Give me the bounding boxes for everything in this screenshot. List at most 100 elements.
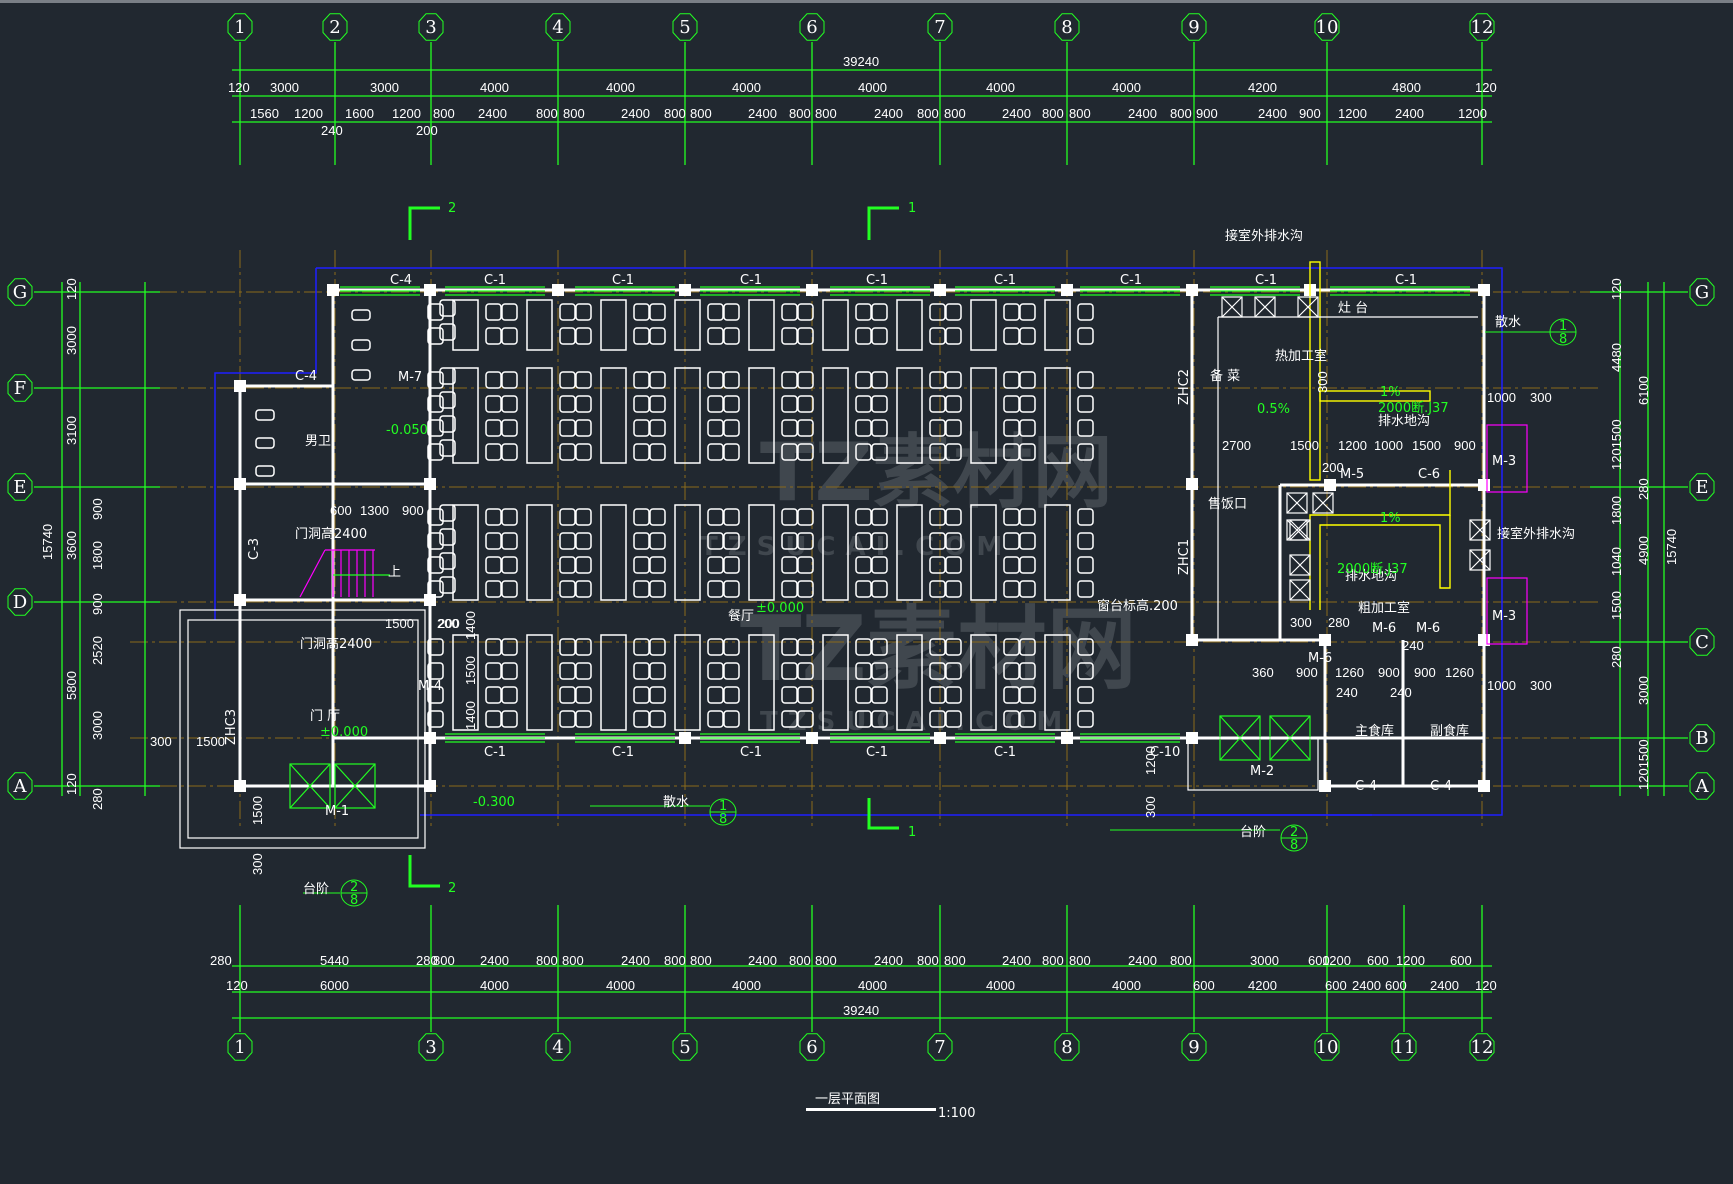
chair: [633, 580, 650, 598]
chair: [929, 710, 946, 728]
dim-storage: 240: [1336, 685, 1358, 700]
column: [679, 284, 691, 296]
equipment-cross: [1254, 296, 1276, 318]
chair: [781, 710, 798, 728]
annotation-level-lobby: ±0.000: [320, 725, 368, 740]
window-label: C-4: [1355, 779, 1377, 794]
chair: [781, 508, 798, 526]
chair: [439, 528, 456, 546]
chair: [575, 371, 592, 389]
dim-bottom-row1: 800: [815, 953, 837, 968]
chair: [945, 580, 962, 598]
chair: [633, 662, 650, 680]
dim-kitchen: 900: [1454, 438, 1476, 453]
chair: [871, 532, 888, 550]
axis-label: 2: [329, 17, 340, 38]
chair: [723, 303, 740, 321]
chair: [575, 556, 592, 574]
dining-table: [822, 299, 849, 351]
axis-bubble-outline: [545, 13, 571, 41]
dining-table: [822, 634, 849, 731]
dining-table: [600, 504, 627, 601]
axis-bubble-outline: [1689, 724, 1715, 752]
axis-bubble-bottom-3: 3: [418, 1033, 444, 1061]
dim-entrance: 300: [1143, 796, 1158, 818]
chair: [1003, 303, 1020, 321]
chair: [723, 638, 740, 656]
axis-label: E: [13, 477, 26, 498]
chair: [427, 419, 444, 437]
chair: [781, 662, 798, 680]
dim-left-inner: 900: [90, 498, 105, 520]
chair: [723, 508, 740, 526]
chair: [485, 686, 502, 704]
chair: [427, 327, 444, 345]
axis-bubble-bottom-9: 9: [1181, 1033, 1207, 1061]
dim-kitchen-small: 300: [1530, 390, 1552, 405]
dim-kitchen-small: 1000: [1487, 678, 1516, 693]
chair: [781, 686, 798, 704]
dim-bottom-row2: 4000: [1112, 978, 1141, 993]
chair: [559, 710, 576, 728]
chair: [1019, 508, 1036, 526]
chair: [485, 371, 502, 389]
column: [424, 284, 436, 296]
dim-hall-side: 200: [438, 616, 460, 631]
dim-bottom-row2: 4000: [480, 978, 509, 993]
dim-kitchen-small: 200: [1322, 460, 1344, 475]
dim-bottom-row2: 2400: [1430, 978, 1459, 993]
chair: [781, 419, 798, 437]
dim-top-row2: 800: [433, 106, 455, 121]
axis-bubble-left-D: D: [7, 588, 33, 616]
chair: [723, 327, 740, 345]
column: [1186, 284, 1198, 296]
double-door-frame: [289, 763, 331, 809]
axis-bubble-right-G: G: [1689, 278, 1715, 306]
room-label-main-storage: 主食库: [1355, 723, 1394, 739]
window-label: C-1: [1120, 273, 1142, 288]
dim-bottom-row2: 4000: [606, 978, 635, 993]
axis-bubble-outline: [1054, 1033, 1080, 1061]
door-label-m-6: M-6: [1308, 651, 1332, 666]
chair: [427, 556, 444, 574]
chair: [575, 580, 592, 598]
equipment-cross: [1312, 492, 1334, 514]
dining-table: [896, 367, 923, 464]
chair: [1003, 710, 1020, 728]
toilet-fixture: [351, 339, 371, 351]
chair: [575, 638, 592, 656]
equipment-box: [1286, 492, 1308, 514]
chair: [1019, 686, 1036, 704]
toilet-fixture: [255, 465, 275, 477]
column: [1478, 479, 1490, 491]
chair: [427, 395, 444, 413]
chair: [1077, 303, 1094, 321]
chair: [855, 395, 872, 413]
chair: [439, 415, 456, 433]
dim-entrance: 1200: [1143, 746, 1158, 775]
axis-bubble-bottom-5: 5: [672, 1033, 698, 1061]
dim-left-inner: 3000: [90, 711, 105, 740]
chair: [485, 395, 502, 413]
column: [1061, 284, 1073, 296]
chair: [871, 371, 888, 389]
axis-bubble-left-A: A: [7, 772, 33, 800]
dim-top-row2: 2400: [748, 106, 777, 121]
axis-label: 6: [806, 17, 817, 38]
axis-bubble-top-6: 6: [799, 13, 825, 41]
room-label-serving-window: 售饭口: [1208, 496, 1247, 512]
annotation-level-hall: ±0.000: [756, 601, 804, 616]
chair: [723, 532, 740, 550]
chair: [797, 395, 814, 413]
dim-right-inner: 4480: [1609, 343, 1624, 372]
annotation-drain-outlet-1: 接室外排水沟: [1225, 228, 1303, 244]
axis-bubble-outline: [1314, 1033, 1340, 1061]
dim-storage: 900: [1296, 665, 1318, 680]
axis-bubble-outline: [1391, 1033, 1417, 1061]
chair: [559, 419, 576, 437]
detail-index-bottom: 8: [350, 893, 358, 908]
chair: [1003, 532, 1020, 550]
window-top-border: [0, 0, 1733, 3]
annotation-slope: 0.5%: [1257, 402, 1290, 417]
